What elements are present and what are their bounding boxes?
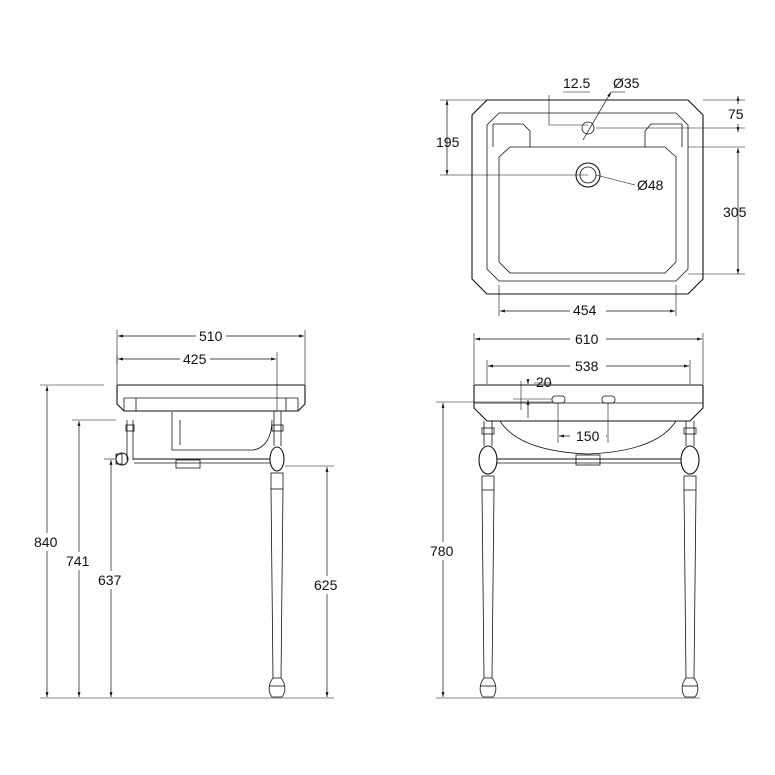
side-bracket <box>115 453 123 465</box>
side-leg <box>270 488 284 679</box>
plan-dim-waste-hole: Ø35 <box>613 75 640 91</box>
basin-outline-rim <box>486 112 689 282</box>
basin-bowl-line <box>498 146 677 274</box>
front-basin-top <box>473 384 704 422</box>
front-leg-right-collar <box>680 445 700 475</box>
front-dim-780: 780 <box>430 543 454 559</box>
front-dim-150: 150 <box>576 428 600 444</box>
front-leg-left-collar <box>478 445 498 475</box>
side-dim-840: 840 <box>34 534 58 550</box>
front-dim-610: 610 <box>575 331 599 347</box>
front-view: 610 538 20 150 780 <box>428 330 704 699</box>
front-dim-20: 20 <box>536 374 552 390</box>
plan-dim-305: 305 <box>723 204 747 220</box>
front-bowl <box>499 420 677 455</box>
plan-dim-75: 75 <box>728 106 744 122</box>
side-dim-625: 625 <box>314 577 338 593</box>
front-leg-right <box>683 489 697 679</box>
front-tap-hole-left <box>551 395 566 404</box>
plan-dim-454: 454 <box>573 302 597 318</box>
front-waste <box>575 454 601 466</box>
plan-view: 12.5 Ø35 75 195 Ø48 305 454 <box>436 75 747 319</box>
front-dim-538: 538 <box>575 358 599 374</box>
side-dim-637: 637 <box>98 572 122 588</box>
tap-ledge-left <box>493 123 531 147</box>
side-dim-510: 510 <box>199 328 223 344</box>
plan-dim-bowl-hole: Ø48 <box>637 177 664 193</box>
tap-hole <box>581 121 595 135</box>
side-waste <box>175 459 201 469</box>
plan-dim-195: 195 <box>436 134 460 150</box>
side-bowl <box>171 419 273 451</box>
side-leg-collar <box>269 446 285 472</box>
side-dim-425: 425 <box>183 351 207 367</box>
front-leg-left <box>481 489 495 679</box>
side-leg-foot <box>268 677 286 698</box>
tap-ledge-right <box>644 123 682 147</box>
basin-outline-outer <box>471 99 704 295</box>
side-view: 510 425 840 741 637 625 <box>32 327 342 699</box>
plan-dim-12-5: 12.5 <box>563 75 590 91</box>
front-tap-hole-right <box>601 395 616 404</box>
side-dim-741: 741 <box>66 553 90 569</box>
